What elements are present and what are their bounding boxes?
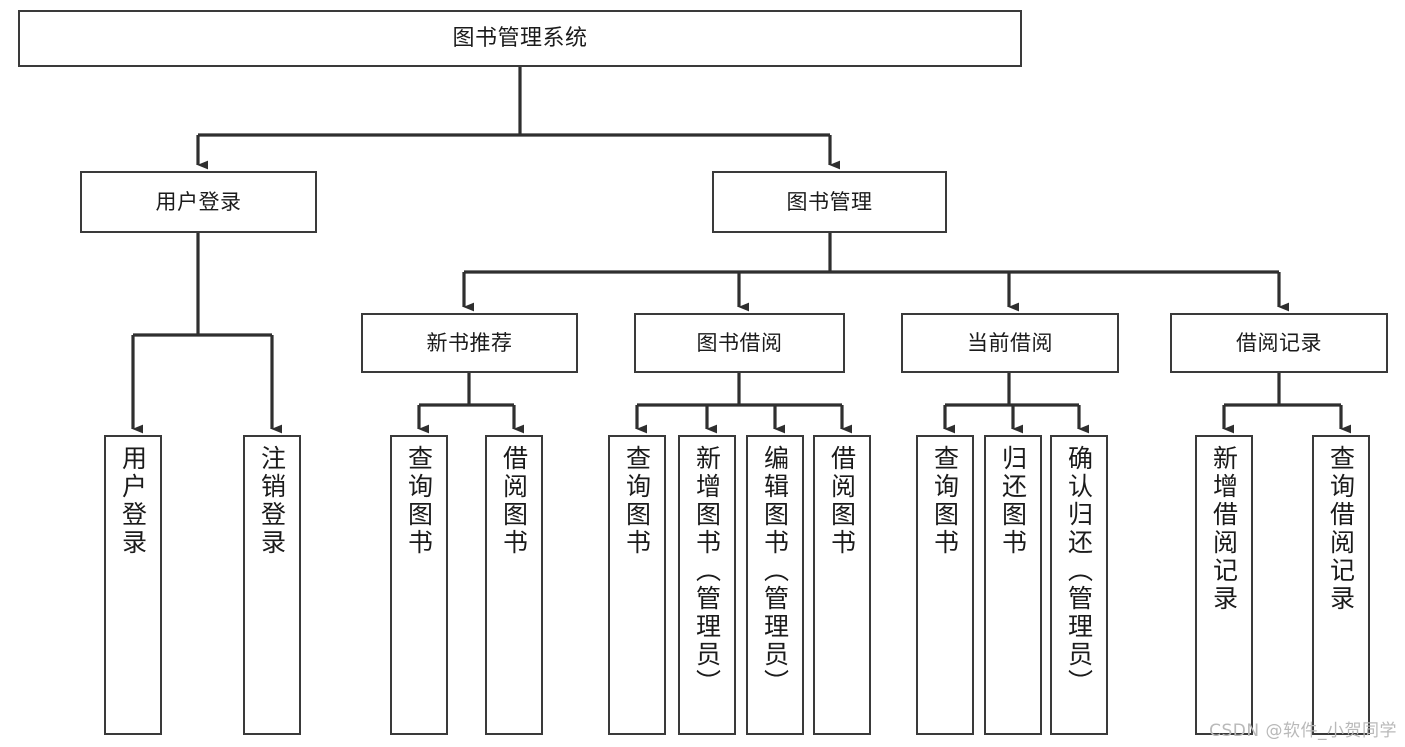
leaf-node-user-login[interactable]: 用户登录 bbox=[104, 435, 162, 735]
leaf-node-user-login-label: 用户登录 bbox=[118, 445, 148, 557]
leaf-node-add-borrow-record-label: 新增借阅记录 bbox=[1209, 445, 1239, 613]
node-user-login-label: 用户登录 bbox=[155, 189, 242, 214]
node-book-borrow-label: 图书借阅 bbox=[696, 330, 783, 355]
leaf-node-add-borrow-record[interactable]: 新增借阅记录 bbox=[1195, 435, 1253, 735]
node-current-borrow[interactable]: 当前借阅 bbox=[901, 313, 1119, 373]
leaf-node-add-book-admin-label: 新增图书（管理员） bbox=[692, 445, 722, 697]
leaf-node-borrow-book-recommend[interactable]: 借阅图书 bbox=[485, 435, 543, 735]
leaf-node-edit-book-admin-label: 编辑图书（管理员） bbox=[760, 445, 790, 697]
node-book-management[interactable]: 图书管理 bbox=[712, 171, 947, 233]
node-user-login[interactable]: 用户登录 bbox=[80, 171, 317, 233]
leaf-node-query-book-recommend-label: 查询图书 bbox=[404, 445, 434, 557]
node-book-borrow[interactable]: 图书借阅 bbox=[634, 313, 845, 373]
leaf-node-query-borrow-record-label: 查询借阅记录 bbox=[1326, 445, 1356, 613]
leaf-node-logout[interactable]: 注销登录 bbox=[243, 435, 301, 735]
leaf-node-query-book-current[interactable]: 查询图书 bbox=[916, 435, 974, 735]
leaf-node-borrow-book-label: 借阅图书 bbox=[827, 445, 857, 557]
leaf-node-query-book-recommend[interactable]: 查询图书 bbox=[390, 435, 448, 735]
watermark-text: CSDN @软件_小贺同学 bbox=[1209, 721, 1397, 741]
node-new-book-recommend-label: 新书推荐 bbox=[426, 330, 513, 355]
leaf-node-return-book-label: 归还图书 bbox=[998, 445, 1028, 557]
leaf-node-query-book-borrow[interactable]: 查询图书 bbox=[608, 435, 666, 735]
leaf-node-add-book-admin[interactable]: 新增图书（管理员） bbox=[678, 435, 736, 735]
node-borrow-record-label: 借阅记录 bbox=[1236, 330, 1322, 355]
node-root[interactable]: 图书管理系统 bbox=[18, 10, 1022, 67]
leaf-node-confirm-return-admin[interactable]: 确认归还（管理员） bbox=[1050, 435, 1108, 735]
leaf-node-logout-label: 注销登录 bbox=[257, 445, 287, 557]
leaf-node-confirm-return-admin-label: 确认归还（管理员） bbox=[1064, 445, 1094, 697]
node-borrow-record[interactable]: 借阅记录 bbox=[1170, 313, 1388, 373]
leaf-node-borrow-book-recommend-label: 借阅图书 bbox=[499, 445, 529, 557]
leaf-node-query-borrow-record[interactable]: 查询借阅记录 bbox=[1312, 435, 1370, 735]
leaf-node-borrow-book[interactable]: 借阅图书 bbox=[813, 435, 871, 735]
node-root-label: 图书管理系统 bbox=[452, 25, 588, 51]
leaf-node-query-book-current-label: 查询图书 bbox=[930, 445, 960, 557]
node-current-borrow-label: 当前借阅 bbox=[967, 330, 1053, 355]
leaf-node-return-book[interactable]: 归还图书 bbox=[984, 435, 1042, 735]
node-new-book-recommend[interactable]: 新书推荐 bbox=[361, 313, 578, 373]
leaf-node-edit-book-admin[interactable]: 编辑图书（管理员） bbox=[746, 435, 804, 735]
node-book-management-label: 图书管理 bbox=[786, 189, 873, 214]
leaf-node-query-book-borrow-label: 查询图书 bbox=[622, 445, 652, 557]
